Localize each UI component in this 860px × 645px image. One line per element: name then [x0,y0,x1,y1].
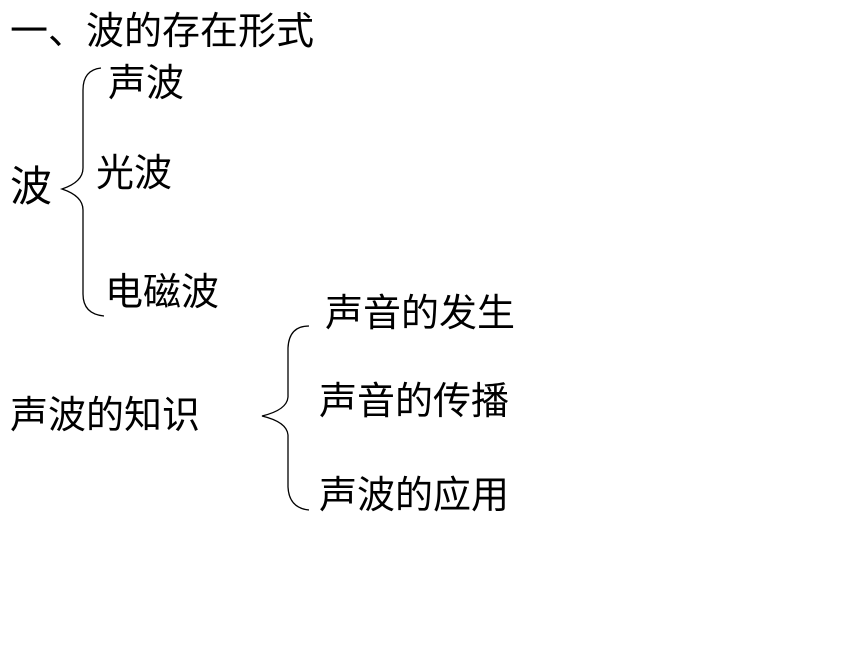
tree1-branch-sound-wave: 声波 [108,61,185,105]
brace-left-1 [59,67,105,317]
tree2-branch-sound-application: 声波的应用 [319,473,510,517]
tree2-branch-sound-production: 声音的发生 [325,291,516,335]
tree1-branch-em-wave: 电磁波 [105,270,220,314]
brace-left-2 [261,325,310,511]
page-title: 一、波的存在形式 [10,9,315,53]
tree1-root: 波 [10,162,53,211]
tree1-branch-light-wave: 光波 [96,151,173,195]
tree2-root: 声波的知识 [10,393,201,437]
tree2-branch-sound-propagation: 声音的传播 [319,379,510,423]
